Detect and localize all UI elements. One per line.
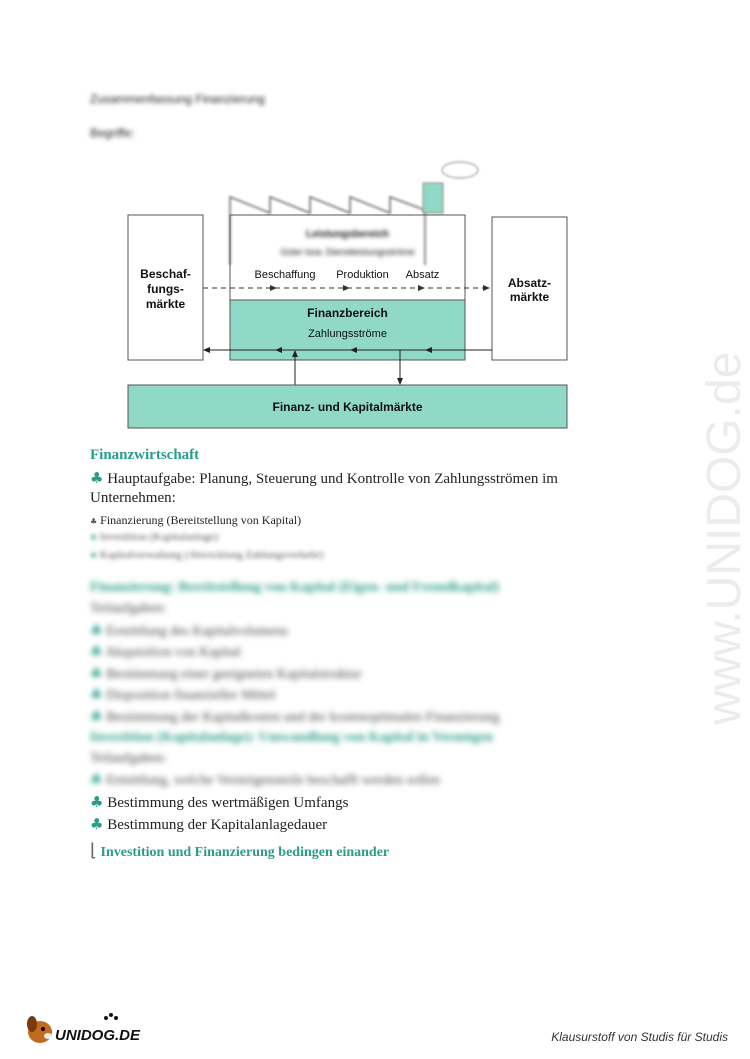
club-bullet-icon: ♣: [90, 551, 98, 560]
factory-roof-graphic: [127, 161, 568, 429]
absatzmaerkte-label: Absatz- märkte: [507, 276, 552, 304]
flow-beschaffung: Beschaffung: [254, 269, 316, 281]
leistungsbereich-sub-label: Güter bzw. Dienstleistungsströme: [280, 247, 415, 257]
footer-tagline: Klausurstoff von Studis für Studis: [551, 1030, 728, 1044]
finance-diagram: Leistungsbereich Güter bzw. Dienstleistu…: [125, 155, 575, 430]
list-item: ♣ Bestimmung der Kapitalanlagedauer: [90, 815, 328, 833]
list-item: ♣ Ermittlung des Kapitalvolumens: [90, 623, 289, 639]
club-bullet-icon: ♣: [90, 517, 98, 526]
sub-item-kapitalverwaltung: ♣ Kapitalverwaltung (Abwicklung Zahlungs…: [90, 549, 324, 561]
list-item: ♣ Akquisition von Kapital: [90, 644, 241, 660]
dog-logo-icon: UNIDOG.DE: [27, 1013, 141, 1044]
club-bullet-icon: ♣: [90, 469, 104, 487]
club-bullet-icon: ♣: [90, 793, 104, 811]
teilaufgaben-label: Teilaufgaben:: [90, 751, 167, 766]
sub-item-finanzierung: ♣ Finanzierung (Bereitstellung von Kapit…: [90, 513, 302, 527]
beschaffungsmaerkte-label: Beschaf- fungs- märkte: [140, 267, 191, 311]
bullet-hauptaufgabe: ♣ Hauptaufgabe: Planung, Steuerung und K…: [90, 469, 558, 487]
list-item: ♣ Ermittlung, welche Vermögensteile besc…: [90, 772, 440, 788]
bracket-icon: ⌊: [90, 840, 98, 860]
kapitalmaerkte-label: Finanz- und Kapitalmärkte: [272, 400, 423, 414]
section-heading-finanzwirtschaft: Finanzwirtschaft: [90, 447, 200, 463]
club-bullet-icon: ♣: [90, 533, 98, 542]
teilaufgaben-label: Teilaufgaben:: [90, 601, 167, 616]
flow-absatz: Absatz: [405, 269, 440, 281]
conclusion-line: ⌊ Investition und Finanzierung bedingen …: [90, 840, 390, 860]
list-item: ♣ Disposition finanzieller Mittel: [90, 687, 276, 703]
finanzbereich-label: Finanzbereich: [307, 306, 388, 320]
leistungsbereich-label: Leistungsbereich: [306, 229, 389, 240]
document-title: Zusammenfassung Finanzierung: [90, 92, 265, 106]
club-bullet-icon: ♣: [90, 815, 104, 833]
list-item: ♣ Bestimmung des wertmäßigen Umfangs: [90, 793, 349, 811]
watermark: www.UNIDOG.de: [698, 352, 750, 726]
logo-text: UNIDOG.DE: [55, 1027, 141, 1044]
sub-item-investition: ♣ Investition (Kapitalanlage): [90, 531, 219, 543]
list-item: ♣ Bestimmung einer geeigneten Kapitalstr…: [90, 666, 362, 682]
list-item: ♣ Bestimmung der Kapitalkosten und der k…: [90, 709, 500, 725]
watermark-text: www.UNIDOG.de: [698, 352, 750, 726]
document-subtitle: Begriffe:: [90, 126, 135, 140]
flow-produktion: Produktion: [336, 269, 389, 281]
bullet-hauptaufgabe-cont: Unternehmen:: [90, 490, 176, 506]
zahlungsstroeme-label: Zahlungsströme: [308, 328, 387, 340]
section-heading-investition: Investition (Kapitalanlage): Umwandlung …: [90, 730, 493, 745]
unidog-logo: UNIDOG.DE: [22, 1010, 157, 1050]
section-heading-finanzierung: Finanzierung: Bereitstellung von Kapital…: [90, 580, 500, 595]
